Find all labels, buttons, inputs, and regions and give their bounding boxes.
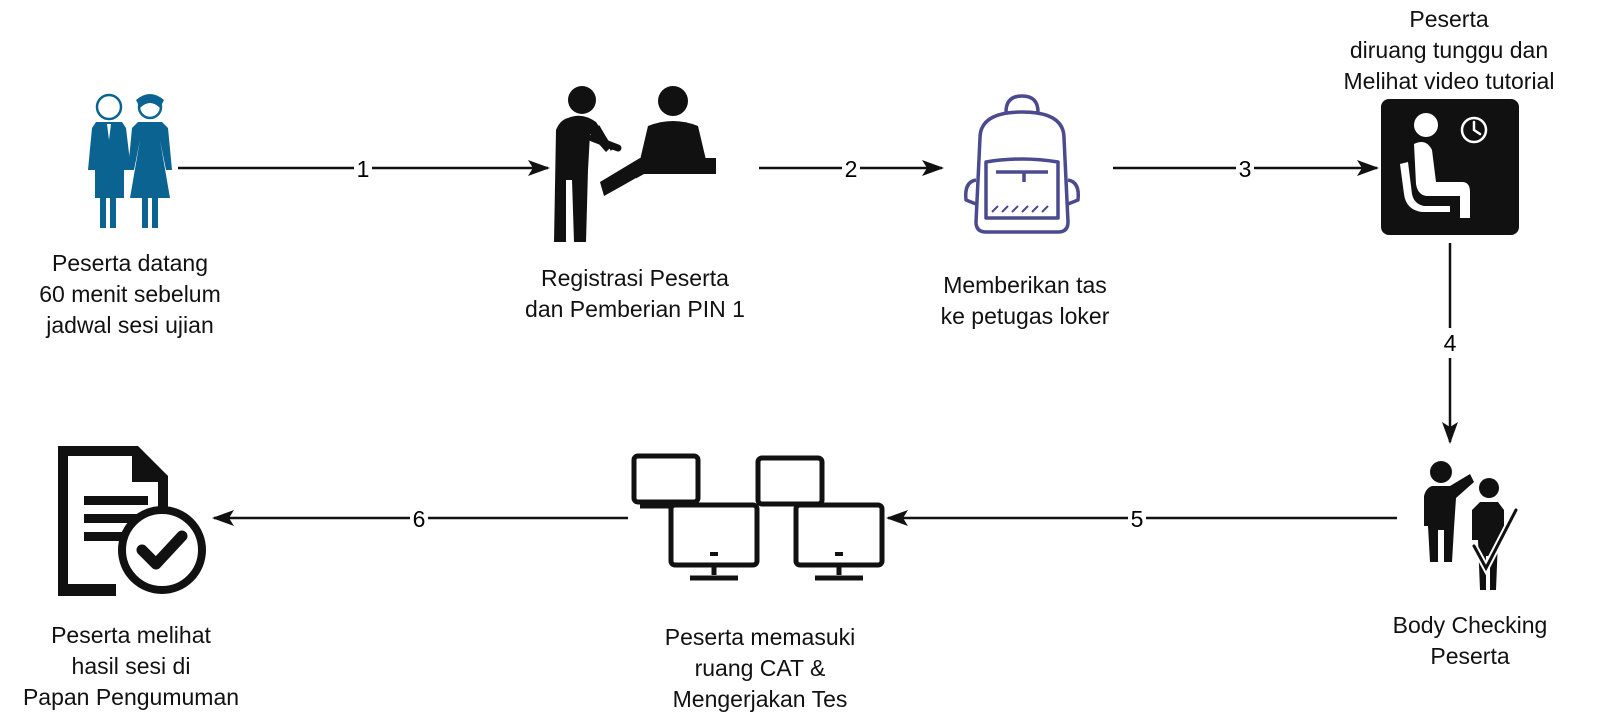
waiting-room-icon [1381, 99, 1519, 235]
body-check-icon [1424, 461, 1520, 590]
arrow-label-3: 3 [1239, 156, 1252, 182]
arrow-5: 5 [886, 503, 1397, 533]
registration-desk-icon [554, 86, 716, 242]
arrow-label-2: 2 [845, 156, 858, 182]
arrow-label-1: 1 [357, 156, 370, 182]
arrow-1: 1 [178, 153, 550, 183]
people-couple-icon [88, 93, 172, 228]
arrow-label-6: 6 [413, 506, 426, 532]
arrow-4: 4 [1436, 243, 1464, 444]
computers-icon [631, 453, 885, 581]
arrow-6: 6 [212, 503, 628, 533]
arrow-2: 2 [759, 153, 944, 183]
arrow-3: 3 [1113, 153, 1379, 183]
arrow-label-5: 5 [1131, 506, 1144, 532]
backpack-icon [963, 94, 1081, 234]
document-check-icon [58, 446, 206, 596]
arrow-label-4: 4 [1444, 330, 1457, 356]
